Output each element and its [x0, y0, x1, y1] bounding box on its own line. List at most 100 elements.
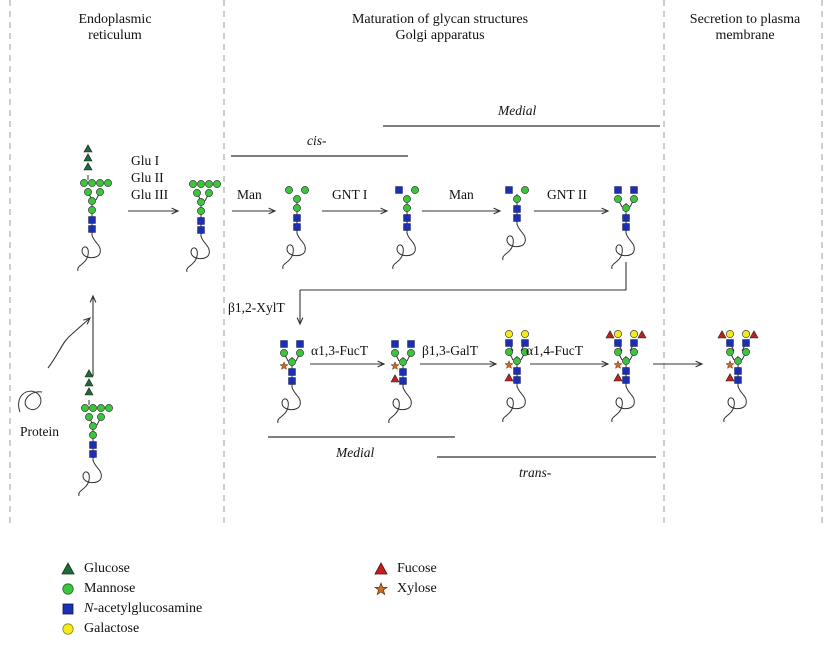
mannose-residue — [521, 186, 529, 194]
section-title-secretion: Secretion to plasma membrane — [662, 12, 828, 44]
legend-glcnac-prefix: N — [84, 601, 94, 616]
core-mannose — [403, 204, 411, 212]
mannose-residue — [88, 197, 96, 205]
glcnac-residue — [505, 339, 513, 347]
glcnac-residue — [280, 340, 288, 348]
mannose-residue — [505, 348, 513, 356]
mannose-residue — [630, 195, 638, 203]
arrow-glu-head — [171, 207, 180, 215]
core-glcnac — [399, 377, 407, 385]
protein-chain — [611, 232, 635, 270]
section-title-golgi-line2: Golgi apparatus — [395, 28, 485, 43]
legend-galactose-label: Galactose — [84, 621, 140, 636]
protein-strand — [18, 390, 43, 413]
mannose-residue — [280, 349, 288, 357]
glycan-golgi-man5 — [282, 186, 309, 270]
legend-glucose-icon — [61, 562, 75, 575]
mannose-residue — [301, 186, 309, 194]
protein-chain — [78, 459, 102, 497]
arrow-return — [300, 262, 627, 291]
glcnac-residue — [630, 186, 638, 194]
compartment-label-medial-top: Medial — [498, 103, 537, 118]
mannose-residue — [105, 404, 113, 412]
core-glcnac — [89, 441, 97, 449]
core-glcnac — [88, 225, 96, 233]
galactose-residue — [614, 330, 622, 338]
glcnac-residue — [521, 339, 529, 347]
legend-mannose-label: Mannose — [84, 581, 136, 596]
glucose-residue — [83, 153, 93, 162]
glycan-golgi-xyl — [277, 340, 304, 424]
glycan-secreted — [717, 330, 759, 423]
mannose-residue — [742, 348, 750, 356]
galactose-residue — [742, 330, 750, 338]
core-fucose — [725, 373, 735, 382]
mannose-residue — [293, 195, 301, 203]
glycan-er-trimmed — [186, 180, 221, 273]
arrow-fuct13-head — [377, 360, 386, 368]
core-glcnac — [197, 226, 205, 234]
core-mannose — [89, 431, 97, 439]
mannose-residue — [726, 348, 734, 356]
legend-glcnac-icon — [62, 603, 74, 615]
enzyme-glu: Glu I Glu II Glu III — [131, 152, 168, 203]
glycan-golgi-gal — [502, 330, 529, 423]
core-glcnac — [89, 450, 97, 458]
core-glcnac — [288, 368, 296, 376]
core-glcnac — [197, 217, 205, 225]
glycan-golgi-gnt1 — [392, 186, 419, 270]
arrow-protein-curve-head — [71, 317, 91, 335]
legend-glucose-label: Glucose — [84, 561, 130, 576]
section-title-secretion-line1: Secretion to plasma — [689, 12, 801, 27]
core-fucose — [504, 373, 514, 382]
enzyme-fuct-14: α1,4-FucT — [526, 343, 583, 358]
core-glcnac — [399, 368, 407, 376]
arrow-galt-head — [489, 360, 498, 368]
mannose-residue — [296, 349, 304, 357]
glcnac-residue — [395, 186, 403, 194]
protein-chain — [392, 232, 416, 270]
section-title-secretion-line2: membrane — [715, 28, 775, 43]
glcnac-residue — [391, 340, 399, 348]
arrow-er-up-head — [89, 294, 97, 303]
glucose-residue — [84, 378, 94, 387]
glcnac-residue — [726, 339, 734, 347]
glycan-er-precursor — [77, 144, 112, 272]
glycan-golgi-fuc — [388, 340, 415, 424]
compartment-label-trans: trans- — [519, 465, 552, 480]
glcnac-residue — [505, 186, 513, 194]
protein-chain — [77, 234, 101, 272]
xylose-residue — [390, 361, 400, 370]
core-mannose — [293, 204, 301, 212]
core-mannose — [622, 204, 630, 212]
legend-fucose-icon — [374, 562, 388, 575]
glycan-golgi-lewis — [605, 330, 647, 423]
protein-chain — [502, 223, 526, 261]
protein-chain — [723, 385, 747, 423]
core-glcnac — [513, 205, 521, 213]
core-glcnac — [513, 367, 521, 375]
xylose-residue — [279, 361, 289, 370]
mannose-residue — [213, 180, 221, 188]
enzyme-gnt-2: GNT II — [547, 187, 587, 202]
enzyme-glu-3: Glu III — [131, 187, 169, 202]
mannose-residue — [104, 179, 112, 187]
arrow-fuct14-head — [601, 360, 610, 368]
core-glcnac — [622, 367, 630, 375]
arrow-protein-curve — [47, 333, 73, 369]
mannose-residue — [521, 348, 529, 356]
mannose-residue — [84, 188, 92, 196]
core-glcnac — [293, 214, 301, 222]
core-glcnac — [288, 377, 296, 385]
core-glcnac — [734, 367, 742, 375]
protein-chain — [186, 235, 210, 273]
enzyme-glu-2: Glu II — [131, 170, 164, 185]
mannose-residue — [97, 404, 105, 412]
mannose-residue — [205, 189, 213, 197]
core-mannose — [513, 357, 521, 365]
protein-chain — [611, 385, 635, 423]
core-glcnac — [88, 216, 96, 224]
arrow-xylt-head — [296, 317, 304, 326]
legend-mannose-icon — [62, 583, 74, 595]
mannose-residue — [614, 195, 622, 203]
